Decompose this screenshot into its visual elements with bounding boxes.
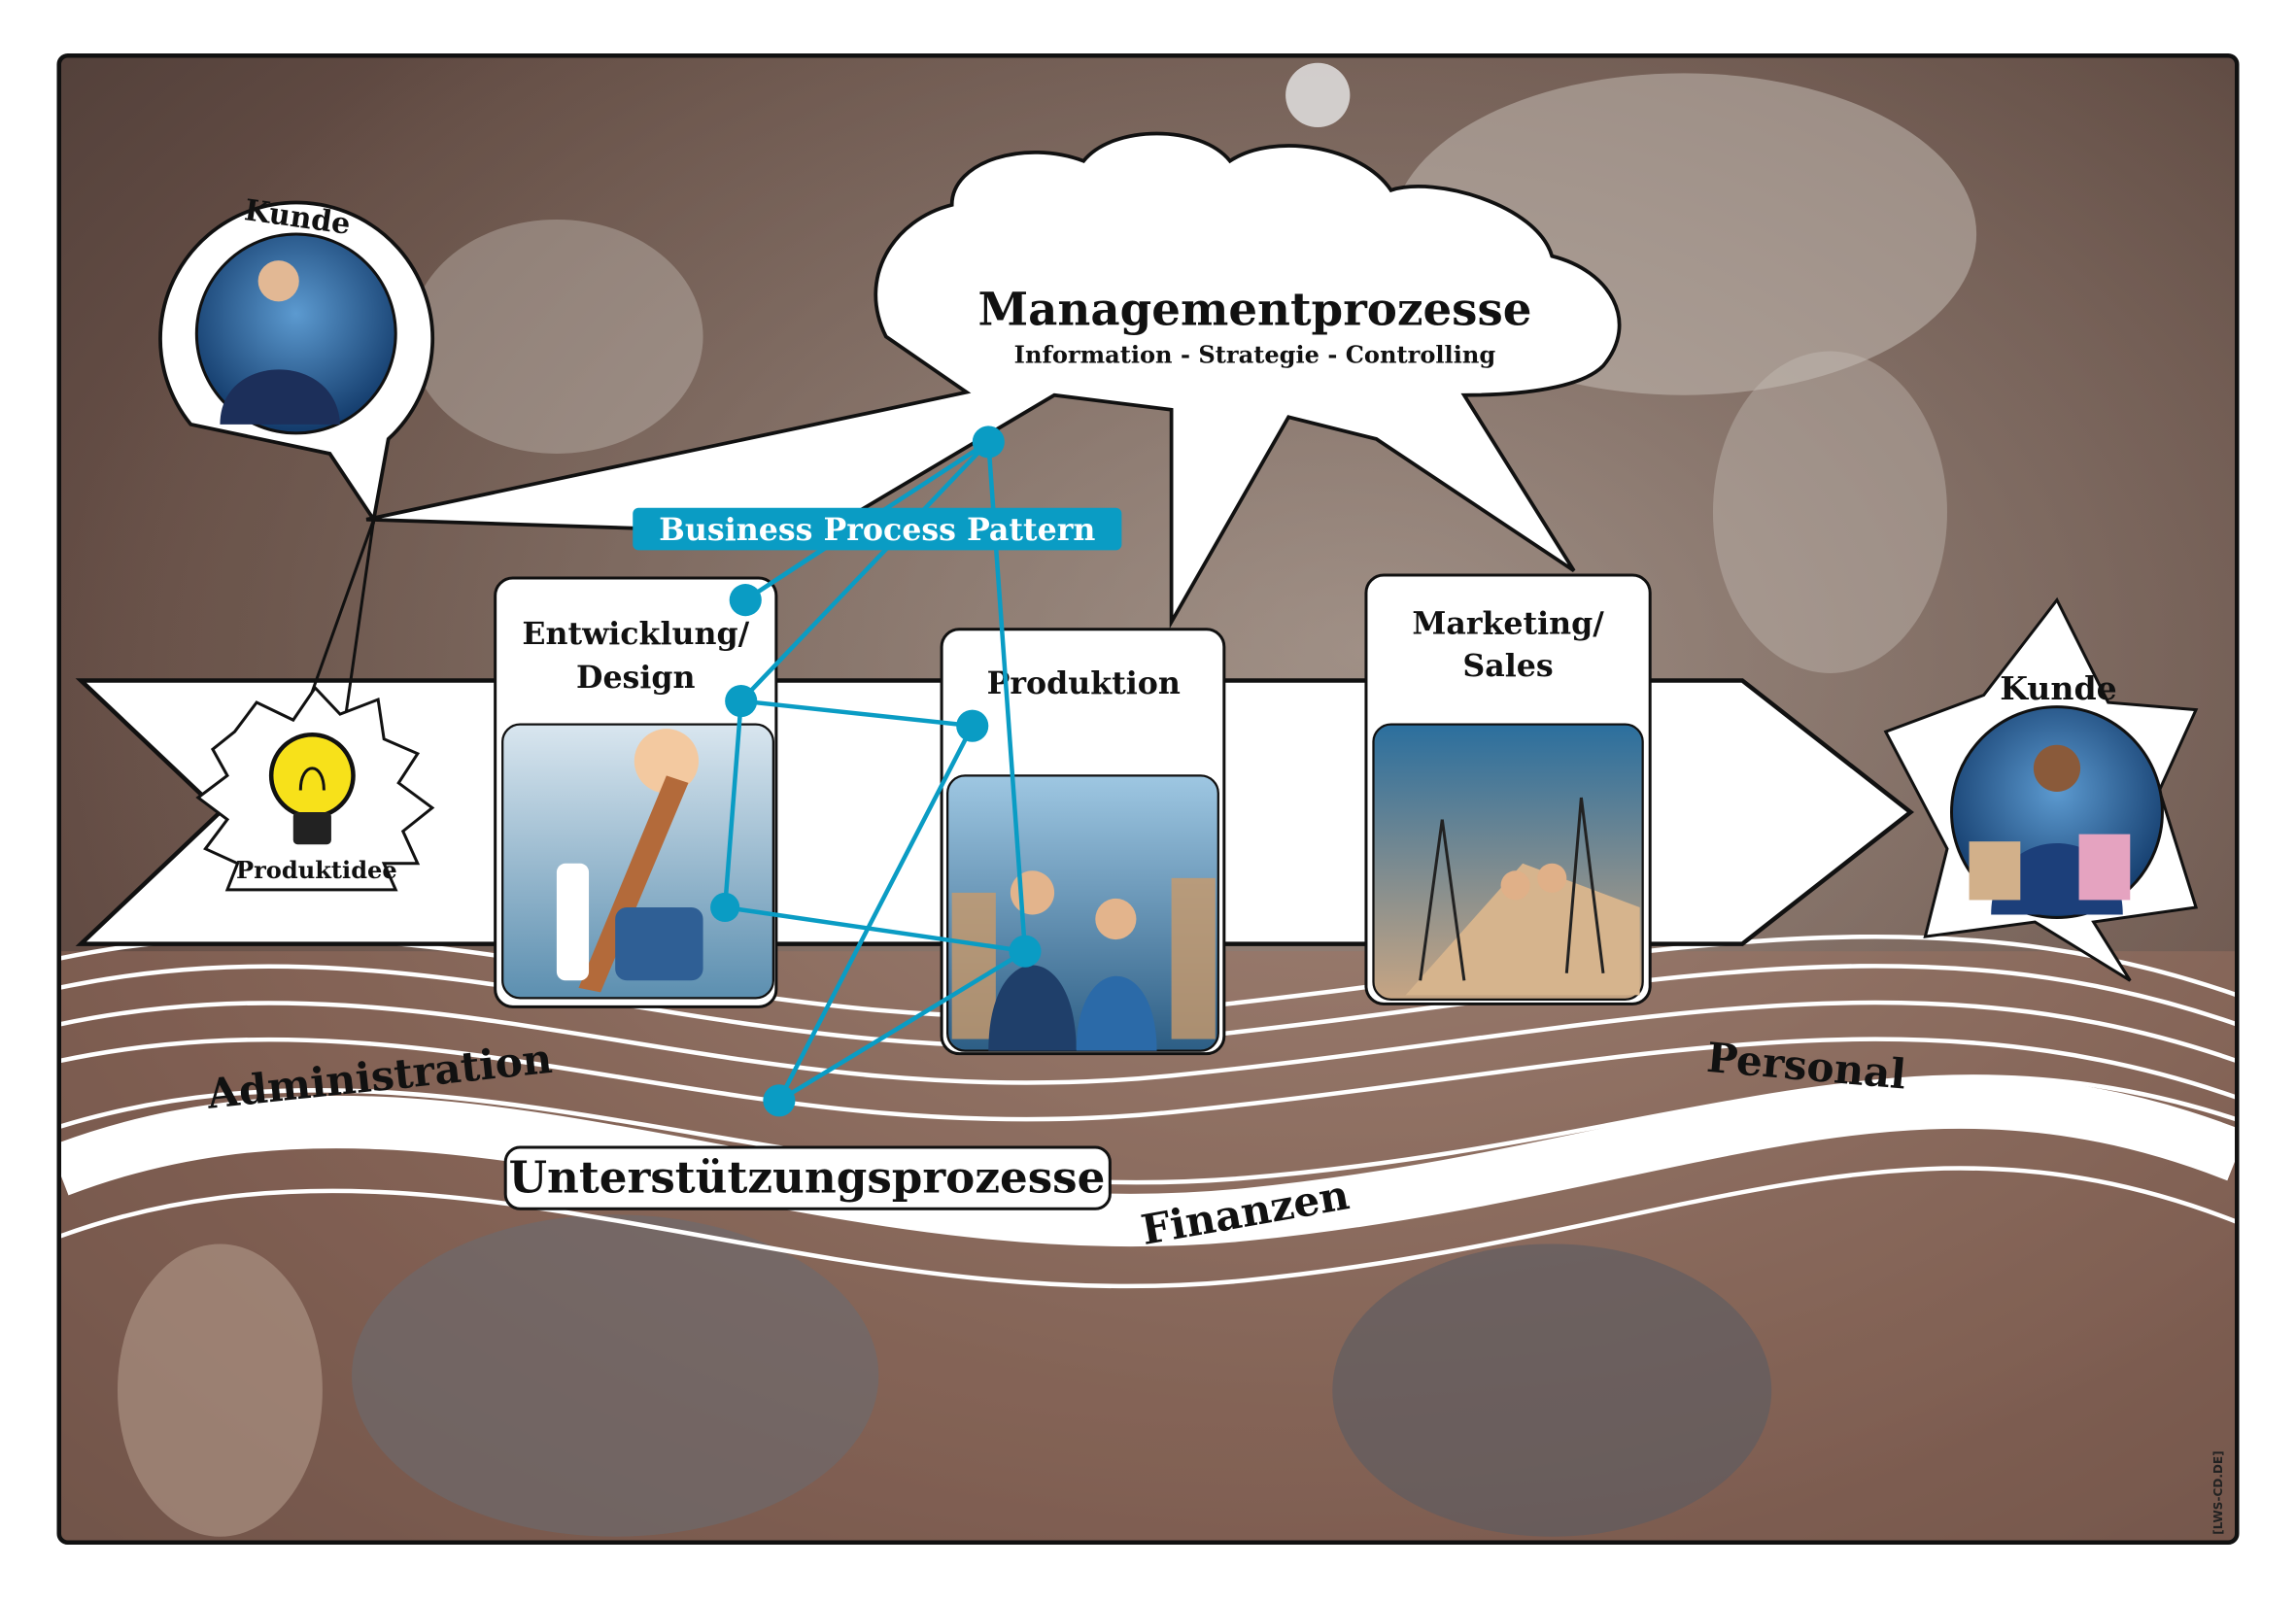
- svg-text:Business Process Pattern: Business Process Pattern: [659, 512, 1095, 548]
- customer-end-star: Kunde: [1883, 596, 2199, 982]
- stage-title: Produktion: [987, 665, 1181, 701]
- stage-card-production: Produktion: [940, 628, 1226, 1056]
- pattern-node: [729, 584, 762, 617]
- process-pattern-nodes: [710, 426, 1042, 1117]
- pattern-node: [956, 709, 989, 742]
- management-title: Managementprozesse: [977, 283, 1531, 336]
- frame-border: [56, 52, 2240, 1546]
- pattern-node: [763, 1084, 796, 1117]
- stage-title: Design: [576, 660, 695, 696]
- pattern-node: [1009, 935, 1042, 968]
- management-subtitle: Information - Strategie - Controlling: [1014, 341, 1496, 369]
- pattern-node: [725, 684, 758, 718]
- pattern-node: [972, 426, 1005, 459]
- customer-start-bubble: Kunde: [158, 193, 435, 726]
- credit-text: [LWS-CD.DE]: [2211, 1450, 2225, 1534]
- stage-title: Marketing/: [1412, 605, 1604, 641]
- lightbulb-icon: [268, 732, 356, 845]
- management-cloud: Managementprozesse Information - Strateg…: [365, 131, 1622, 630]
- stage-title: Entwicklung/: [522, 616, 749, 652]
- support-process-waves: [58, 935, 2238, 1289]
- stage-title: Sales: [1462, 648, 1553, 684]
- product-idea: Produktidee: [195, 685, 435, 892]
- business-process-pattern-label: Business Process Pattern: [633, 507, 1122, 551]
- stage-card-development: Entwicklung/ Design: [494, 576, 778, 1008]
- customer-end-label: Kunde: [2000, 669, 2116, 707]
- support-title: Unterstützungsprozesse: [509, 1152, 1106, 1204]
- pattern-node: [710, 892, 740, 923]
- product-idea-label: Produktidee: [236, 856, 397, 884]
- stage-card-marketing: Marketing/ Sales: [1364, 573, 1652, 1005]
